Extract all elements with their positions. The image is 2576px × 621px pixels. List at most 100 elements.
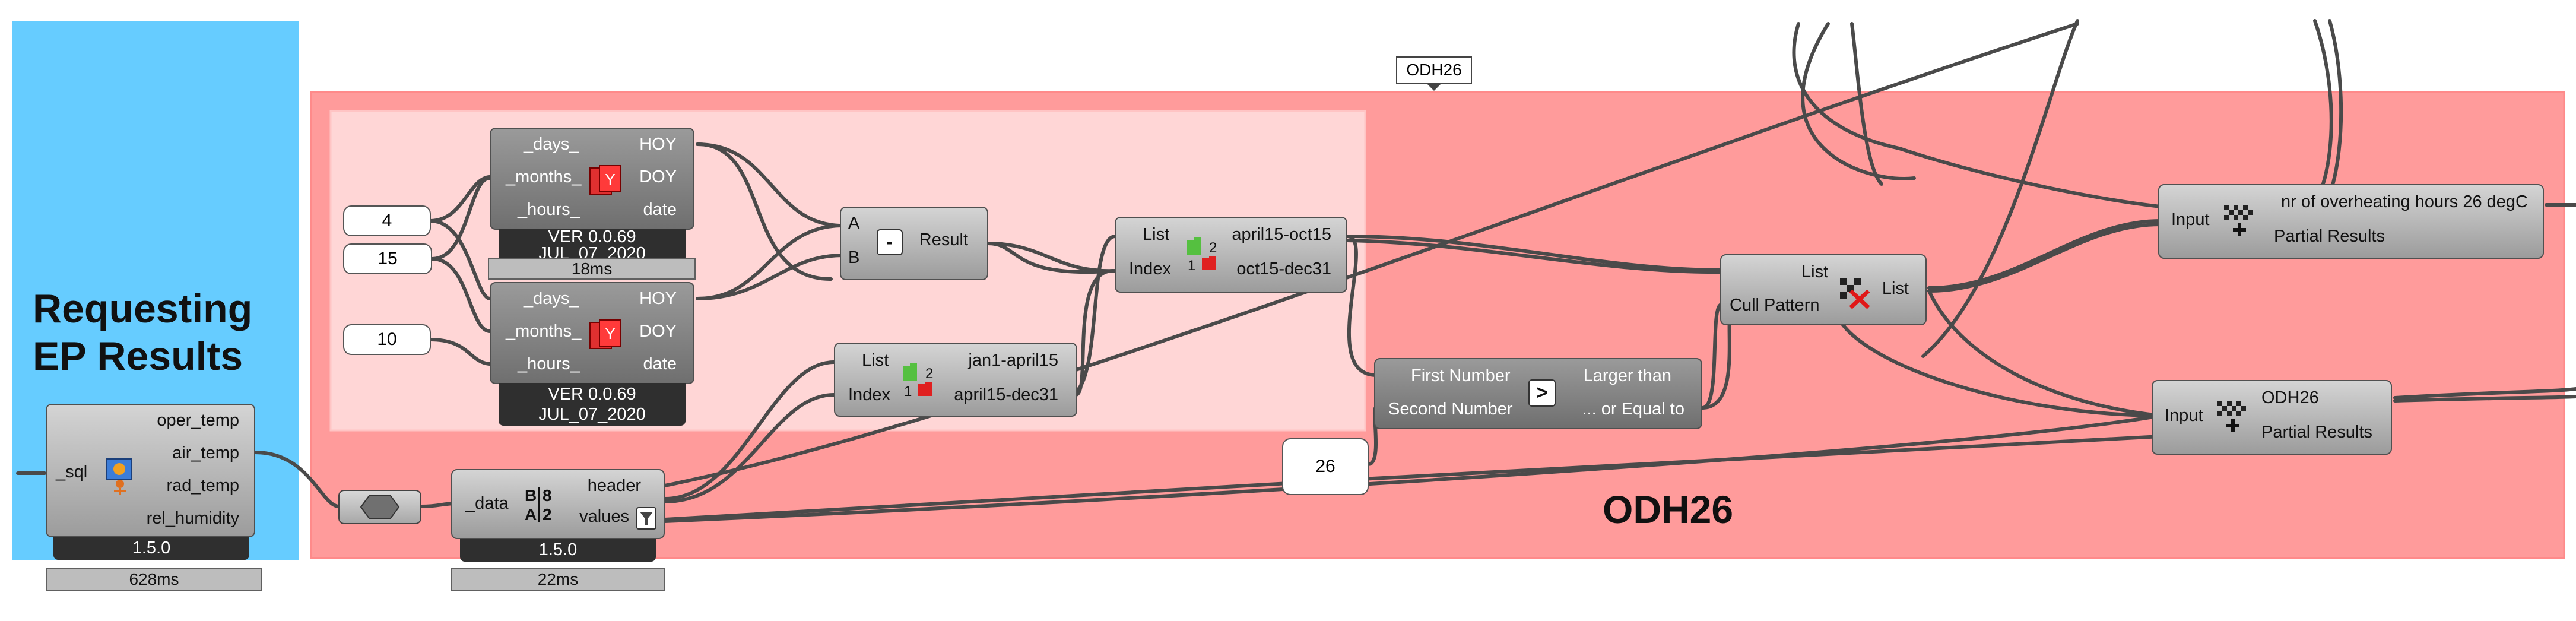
mass-top-output-partial[interactable]: Partial Results (2274, 227, 2385, 246)
sql-output-rel-humidity[interactable]: rel_humidity (146, 509, 239, 528)
wire (1067, 234, 1118, 397)
sql-input[interactable]: _sql (56, 462, 88, 481)
date1-timer: 18ms (488, 258, 696, 280)
panel-15[interactable]: 15 (343, 243, 432, 274)
split-top-input-list[interactable]: List (1143, 225, 1170, 244)
wire (663, 435, 2162, 521)
mass-bottom-output-partial[interactable]: Partial Results (2261, 423, 2372, 442)
mass-addition-bottom-node[interactable]: Input ODH26 Partial Results (2152, 380, 2392, 455)
date2-input-days[interactable]: _days_ (524, 289, 579, 308)
date2-output-hoy[interactable]: HOY (639, 289, 677, 308)
wire (429, 338, 491, 366)
greater-than-glyph: > (1536, 382, 1548, 403)
mass-top-input[interactable]: Input (2171, 210, 2210, 229)
date-node-1[interactable]: _days_ _months_ _hours_ HOY DOY date Y (490, 128, 694, 230)
odh-group-title: ODH26 (1603, 487, 1734, 531)
sql-results-node[interactable]: _sql oper_temp air_temp rad_temp rel_hum… (46, 404, 255, 537)
wire (2393, 395, 2576, 403)
greater-than-icon: > (1528, 379, 1556, 407)
wire (663, 414, 2162, 523)
wire (696, 254, 845, 300)
minus-icon-glyph: - (886, 231, 893, 252)
compare-input-second[interactable]: Second Number (1388, 400, 1513, 419)
svg-text:8: 8 (543, 486, 552, 505)
split-bottom-input-index[interactable]: Index (848, 385, 890, 404)
sql-version: 1.5.0 (53, 537, 249, 560)
cull-pattern-node[interactable]: List Cull Pattern List (1720, 254, 1927, 325)
wire (1850, 22, 1883, 186)
data-timer: 22ms (451, 568, 665, 591)
cull-input-pattern[interactable]: Cull Pattern (1730, 296, 1820, 315)
date1-input-months[interactable]: _months_ (506, 167, 582, 186)
svg-text:Y: Y (605, 325, 615, 343)
mass-bottom-output-total[interactable]: ODH26 (2261, 388, 2319, 407)
wire (1838, 319, 2162, 417)
wire (1927, 223, 2162, 293)
sql-output-oper-temp[interactable]: oper_temp (157, 411, 239, 430)
minus-icon: - (877, 229, 903, 255)
subtraction-input-b[interactable]: B (848, 248, 860, 267)
svg-text:1: 1 (904, 384, 912, 400)
sql-output-air-temp[interactable]: air_temp (172, 443, 239, 462)
date2-output-doy[interactable]: DOY (639, 322, 677, 341)
panel-26-value: 26 (1315, 457, 1335, 476)
sql-output-rad-temp[interactable]: rad_temp (166, 476, 239, 495)
date1-output-doy[interactable]: DOY (639, 167, 677, 186)
compare-input-first[interactable]: First Number (1411, 366, 1511, 385)
calendar-icon: Y (589, 164, 622, 197)
relay-node[interactable] (338, 490, 421, 524)
subtraction-output-result[interactable]: Result (919, 230, 968, 249)
split-top-output-1[interactable]: april15-oct15 (1232, 225, 1331, 244)
wire (1927, 219, 2162, 290)
split-top-input-index[interactable]: Index (1129, 259, 1171, 278)
date-node-2[interactable]: _days_ _months_ _hours_ HOY DOY date Y (490, 282, 694, 384)
subtraction-input-a[interactable]: A (848, 214, 860, 233)
energyplus-results-icon (103, 455, 139, 497)
wire (1927, 289, 2162, 417)
svg-text:2: 2 (925, 366, 933, 382)
compare-output-equal[interactable]: ... or Equal to (1582, 400, 1685, 419)
cull-input-list[interactable]: List (1801, 262, 1829, 281)
funnel-icon (636, 507, 656, 530)
svg-text:2: 2 (1209, 240, 1217, 256)
wire (1792, 22, 2174, 210)
split-bottom-output-1[interactable]: jan1-april15 (968, 351, 1058, 370)
sql-timer: 628ms (46, 568, 262, 591)
compare-output-larger[interactable]: Larger than (1583, 366, 1671, 385)
data-output-header[interactable]: header (587, 476, 641, 495)
wire (1346, 235, 1378, 377)
mass-addition-top-node[interactable]: Input nr of overheating hours 26 degC Pa… (2158, 184, 2544, 259)
wire (696, 142, 833, 281)
split-bottom-output-2[interactable]: april15-dec31 (954, 385, 1058, 404)
date1-input-days[interactable]: _days_ (524, 135, 579, 154)
panel-4-value: 4 (382, 211, 392, 230)
date1-output-hoy[interactable]: HOY (639, 135, 677, 154)
data-output-values[interactable]: values (579, 507, 629, 526)
date2-output-date[interactable]: date (643, 354, 677, 373)
subtraction-node[interactable]: A B - Result (840, 207, 988, 280)
svg-text:1: 1 (1188, 258, 1195, 274)
date1-output-date[interactable]: date (643, 200, 677, 219)
wire (430, 176, 491, 261)
mass-bottom-input[interactable]: Input (2165, 406, 2203, 425)
panel-10[interactable]: 10 (343, 324, 431, 355)
svg-text:2: 2 (543, 505, 552, 524)
svg-text:B: B (525, 486, 537, 505)
date2-input-months[interactable]: _months_ (506, 322, 582, 341)
larger-than-node[interactable]: First Number Second Number > Larger than… (1374, 358, 1702, 429)
cull-output-list[interactable]: List (1882, 279, 1909, 298)
mass-top-output-total[interactable]: nr of overheating hours 26 degC (2281, 192, 2528, 211)
calendar-icon: Y (589, 319, 622, 351)
split-top-output-2[interactable]: oct15-dec31 (1236, 259, 1331, 278)
wire (1701, 303, 1723, 410)
date2-input-hours[interactable]: _hours_ (518, 354, 580, 373)
panel-4[interactable]: 4 (343, 205, 431, 236)
date1-input-hours[interactable]: _hours_ (518, 200, 580, 219)
data-input[interactable]: _data (465, 494, 509, 513)
panel-26[interactable]: 26 (1282, 438, 1369, 495)
split-bottom-input-list[interactable]: List (862, 351, 889, 370)
